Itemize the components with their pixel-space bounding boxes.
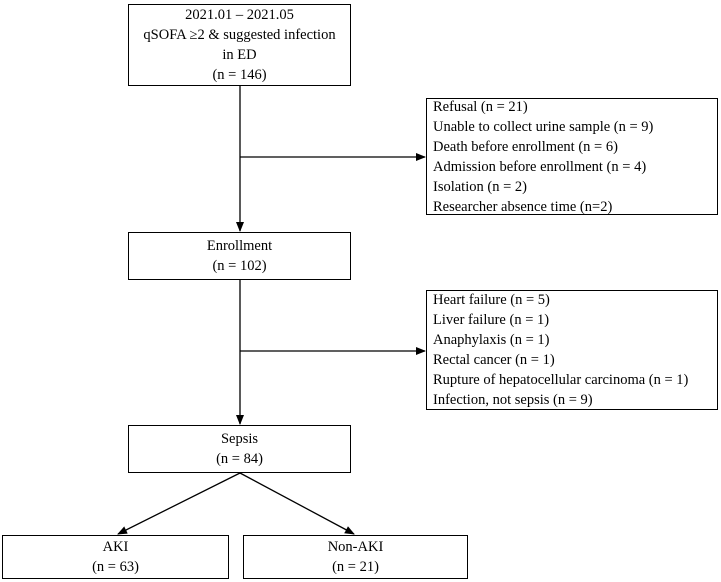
- exclusion-1-item: Admission before enrollment (n = 4): [433, 158, 647, 175]
- sepsis-box: Sepsis (n = 84): [128, 425, 351, 473]
- exclusion-box-1: Refusal (n = 21) Unable to collect urine…: [426, 98, 718, 215]
- exclusion-1-item: Isolation (n = 2): [433, 178, 527, 195]
- sepsis-label: Sepsis: [220, 431, 259, 447]
- arrow-sepsis-to-aki: [117, 472, 241, 535]
- enrollment-label: Enrollment: [206, 238, 273, 254]
- exclusion-2-item: Rectal cancer (n = 1): [433, 352, 555, 368]
- exclusion-box-2: Heart failure (n = 5) Liver failure (n =…: [426, 290, 718, 410]
- exclusion-1-item: Researcher absence time (n=2): [433, 198, 613, 215]
- exclusion-2-item: Liver failure (n = 1): [433, 312, 550, 328]
- aki-box: AKI (n = 63): [2, 535, 229, 579]
- exclusion-2-item: Infection, not sepsis (n = 9): [433, 392, 593, 408]
- sepsis-count: (n = 84): [216, 451, 263, 467]
- arrow-sepsis-to-non-aki: [239, 472, 355, 535]
- exclusion-1-item: Refusal (n = 21): [433, 98, 528, 115]
- screened-criteria: qSOFA ≥2 & suggested infection: [143, 27, 336, 43]
- screened-setting: in ED: [222, 47, 257, 63]
- aki-label: AKI: [102, 539, 129, 555]
- enrollment-count: (n = 102): [212, 258, 267, 274]
- screened-patients-box: 2021.01 – 2021.05 qSOFA ≥2 & suggested i…: [128, 4, 351, 86]
- aki-count: (n = 63): [92, 559, 139, 575]
- non-aki-box: Non-AKI (n = 21): [243, 535, 468, 579]
- exclusion-1-item: Unable to collect urine sample (n = 9): [433, 118, 654, 135]
- non-aki-count: (n = 21): [332, 559, 379, 575]
- screened-count: (n = 146): [212, 67, 267, 83]
- non-aki-label: Non-AKI: [327, 539, 384, 555]
- exclusion-2-item: Anaphylaxis (n = 1): [433, 332, 550, 348]
- enrollment-box: Enrollment (n = 102): [128, 232, 351, 280]
- exclusion-2-item: Rupture of hepatocellular carcinoma (n =…: [433, 372, 689, 388]
- screened-period: 2021.01 – 2021.05: [185, 7, 294, 23]
- exclusion-1-item: Death before enrollment (n = 6): [433, 138, 618, 155]
- exclusion-2-item: Heart failure (n = 5): [433, 292, 550, 308]
